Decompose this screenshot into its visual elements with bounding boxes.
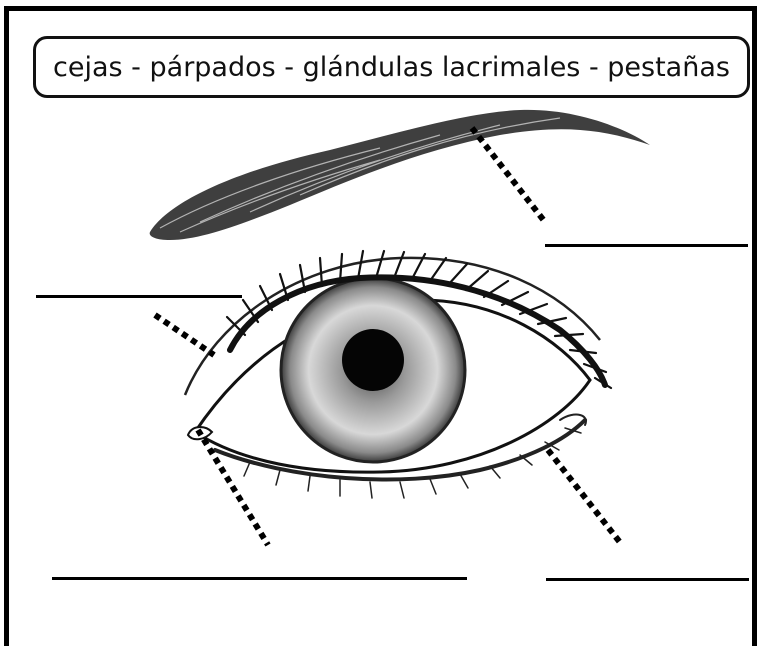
answer-line-top-right[interactable] [545, 244, 748, 247]
eyebrow-icon [150, 110, 650, 240]
answer-line-bottom-right[interactable] [546, 578, 749, 581]
eye-illustration [0, 0, 769, 626]
pupil-icon [342, 329, 404, 391]
answer-line-bottom-left[interactable] [52, 577, 467, 580]
answer-line-left[interactable] [36, 295, 242, 298]
